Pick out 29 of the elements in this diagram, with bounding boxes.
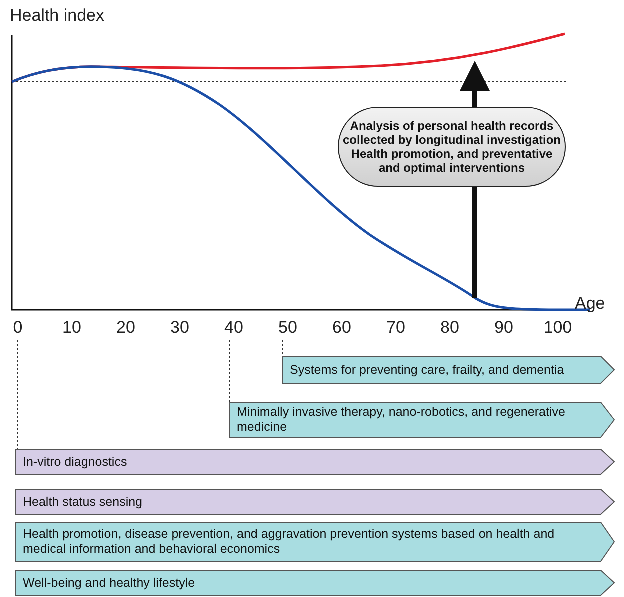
arrow-band [15, 449, 615, 475]
arrow-band [15, 522, 615, 562]
arrow-band [15, 489, 615, 515]
tick-label: 60 [332, 318, 352, 338]
callout-text: Health promotion, and preventative and optimal interventions [350, 147, 554, 175]
band-label: Minimally invasive therapy, nano-robotics, and regenerative medicine [236, 405, 566, 435]
tick-label: 20 [116, 318, 136, 338]
tick-label: 70 [386, 318, 406, 338]
tick-label: 0 [13, 318, 23, 338]
tick-label: 80 [440, 318, 460, 338]
band-label: Systems for preventing care, frailty, and dementia [289, 362, 566, 378]
tick-label: 100 [544, 318, 572, 338]
arrow-band [229, 402, 615, 438]
tick-label: 90 [494, 318, 514, 338]
tick-label: 30 [170, 318, 190, 338]
arrow-band [282, 356, 615, 384]
tick-label: 10 [62, 318, 82, 338]
arrow-band [15, 570, 615, 596]
band-label: In-vitro diagnostics [22, 454, 128, 470]
axis-title: Health index [10, 6, 105, 26]
callout-text: Analysis of personal health records collected by longitudinal investigation [342, 119, 562, 147]
guide-line [282, 340, 283, 356]
guide-line [229, 340, 230, 402]
tick-label: 40 [224, 318, 244, 338]
band-label: Health status sensing [22, 494, 144, 510]
band-label: Well-being and healthy lifestyle [22, 576, 196, 590]
tick-label: 50 [278, 318, 298, 338]
axis-title: Age [575, 294, 606, 314]
band-label: Health promotion, disease prevention, and aggravation prevention systems based on health and medical information and behavioral economics [22, 527, 556, 557]
